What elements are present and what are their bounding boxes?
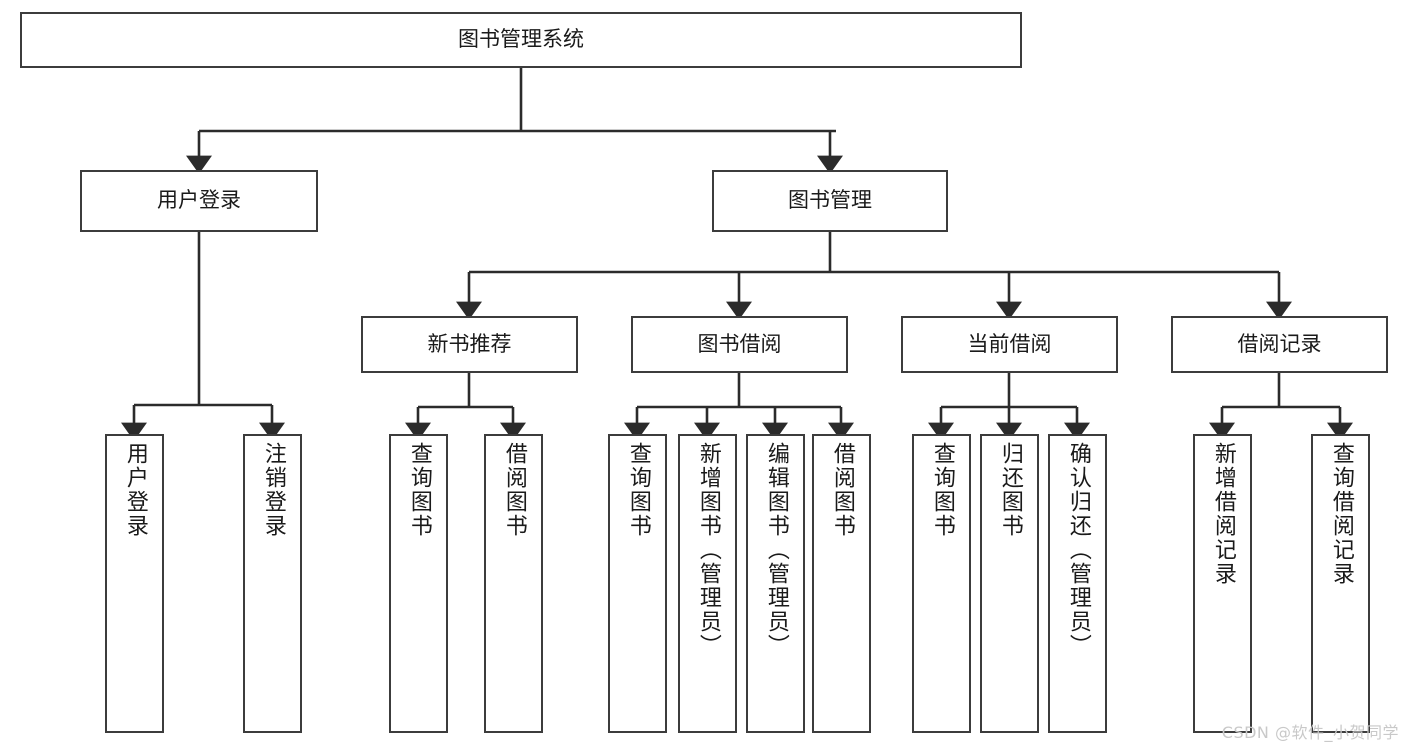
leaf-book-borrow-2[interactable]: 新增图书（管理员） xyxy=(678,434,737,733)
leaf-current-borrow-1[interactable]: 查询图书 xyxy=(912,434,971,733)
leaf-label: 借阅图书 xyxy=(501,442,527,538)
leaf-label: 归还图书 xyxy=(997,442,1023,538)
leaf-borrow-records-2[interactable]: 查询借阅记录 xyxy=(1311,434,1370,733)
leaf-book-borrow-3[interactable]: 编辑图书（管理员） xyxy=(746,434,805,733)
leaf-label: 新增图书（管理员） xyxy=(695,442,721,658)
leaf-book-borrow-4[interactable]: 借阅图书 xyxy=(812,434,871,733)
leaf-label: 编辑图书（管理员） xyxy=(763,442,789,658)
node-book-borrow[interactable]: 图书借阅 xyxy=(631,316,848,373)
node-root-label: 图书管理系统 xyxy=(458,27,584,52)
node-borrow-records[interactable]: 借阅记录 xyxy=(1171,316,1388,373)
node-book-management-label: 图书管理 xyxy=(788,188,872,213)
leaf-label: 新增借阅记录 xyxy=(1210,442,1236,586)
leaf-current-borrow-3[interactable]: 确认归还（管理员） xyxy=(1048,434,1107,733)
leaf-user-login-1[interactable]: 用户登录 xyxy=(105,434,164,733)
leaf-label: 注销登录 xyxy=(260,442,286,538)
leaf-current-borrow-2[interactable]: 归还图书 xyxy=(980,434,1039,733)
node-user-login-label: 用户登录 xyxy=(157,188,241,213)
node-borrow-records-label: 借阅记录 xyxy=(1237,331,1322,356)
leaf-label: 借阅图书 xyxy=(829,442,855,538)
leaf-label: 查询图书 xyxy=(406,442,432,538)
watermark: CSDN @软件_小贺同学 xyxy=(1221,723,1399,742)
node-user-login[interactable]: 用户登录 xyxy=(80,170,318,232)
leaf-user-login-2[interactable]: 注销登录 xyxy=(243,434,302,733)
leaf-label: 用户登录 xyxy=(122,442,148,538)
leaf-book-borrow-1[interactable]: 查询图书 xyxy=(608,434,667,733)
leaf-new-book-2[interactable]: 借阅图书 xyxy=(484,434,543,733)
node-book-borrow-label: 图书借阅 xyxy=(697,331,782,356)
leaf-label: 查询图书 xyxy=(929,442,955,538)
node-root[interactable]: 图书管理系统 xyxy=(20,12,1022,68)
leaf-label: 查询图书 xyxy=(625,442,651,538)
leaf-borrow-records-1[interactable]: 新增借阅记录 xyxy=(1193,434,1252,733)
node-current-borrow-label: 当前借阅 xyxy=(967,331,1052,356)
leaf-new-book-1[interactable]: 查询图书 xyxy=(389,434,448,733)
node-book-management[interactable]: 图书管理 xyxy=(712,170,948,232)
node-current-borrow[interactable]: 当前借阅 xyxy=(901,316,1118,373)
node-new-book-recommend-label: 新书推荐 xyxy=(427,331,512,356)
leaf-label: 确认归还（管理员） xyxy=(1065,442,1091,658)
node-new-book-recommend[interactable]: 新书推荐 xyxy=(361,316,578,373)
leaf-label: 查询借阅记录 xyxy=(1328,442,1354,586)
